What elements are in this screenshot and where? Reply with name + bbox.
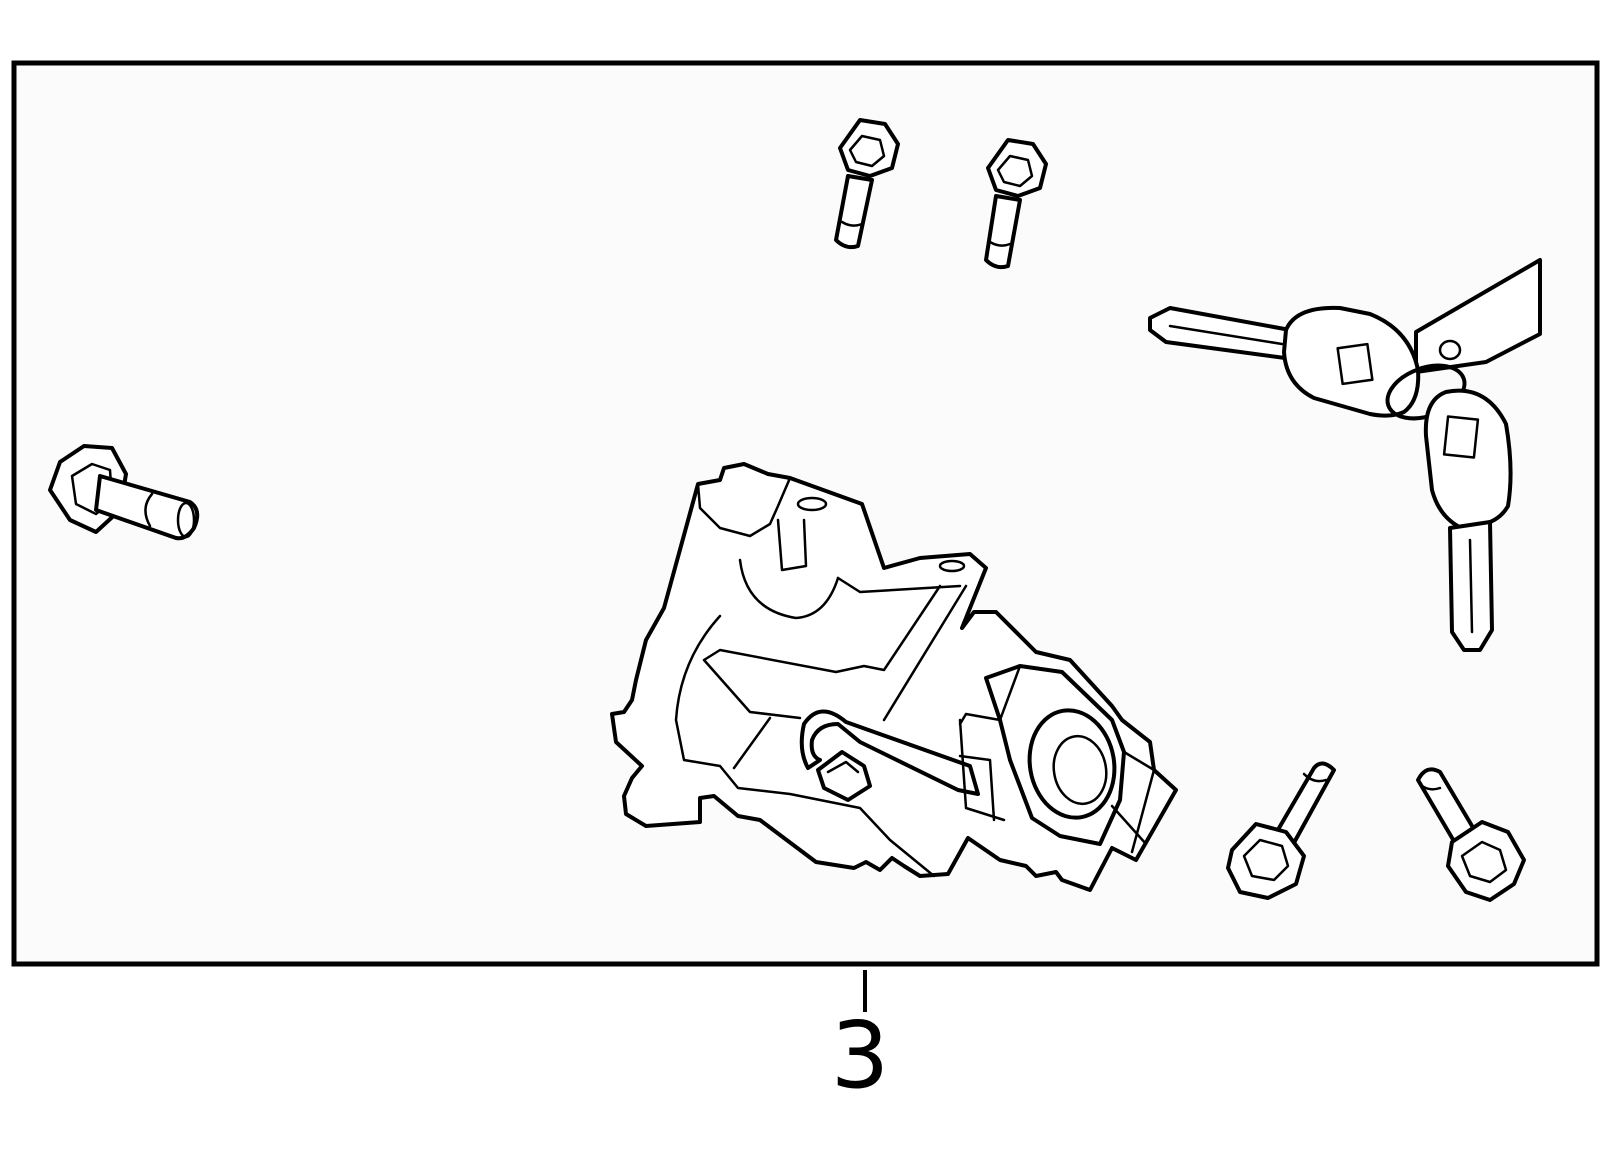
callout-number: 3 [830, 1002, 890, 1109]
key-set [1148, 258, 1542, 652]
bolt-left [48, 444, 200, 541]
bolt-top-left [834, 118, 900, 250]
bolt-bottom-right-b [1416, 767, 1526, 902]
lock-housing [610, 462, 1178, 892]
bolt-top-right [984, 138, 1048, 270]
bolt-bottom-right-a [1226, 761, 1336, 900]
